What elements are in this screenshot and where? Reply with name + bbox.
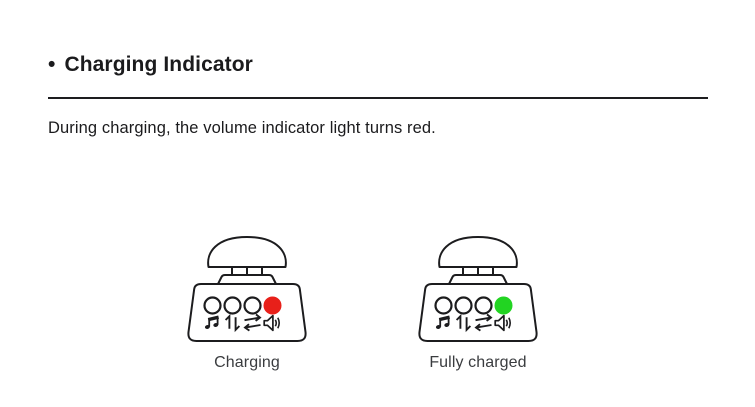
- speaker-icon: [263, 314, 280, 332]
- device-dome: [207, 236, 287, 268]
- arrows-swap-icon: [474, 313, 493, 332]
- section-title-text: Charging Indicator: [64, 53, 253, 76]
- indicator-circle: [474, 296, 493, 315]
- music-note-icon: [204, 315, 219, 329]
- device-neck: [231, 267, 263, 275]
- device-illustration: [418, 236, 538, 342]
- indicator-dot: [494, 296, 513, 315]
- indicator-circle: [203, 296, 222, 315]
- description-text: During charging, the volume indicator li…: [48, 119, 436, 137]
- indicator-circle: [434, 296, 453, 315]
- device-collar: [217, 274, 277, 285]
- device-illustration: [187, 236, 307, 342]
- figure-caption: Charging: [214, 354, 280, 371]
- arrows-up-down-icon: [455, 313, 472, 333]
- section-title: • Charging Indicator: [48, 53, 253, 77]
- device-collar: [448, 274, 508, 285]
- arrows-swap-icon: [243, 313, 262, 332]
- bullet-icon: •: [48, 53, 56, 76]
- indicator-circle: [454, 296, 473, 315]
- device-dome: [438, 236, 518, 268]
- indicator-circle: [243, 296, 262, 315]
- figure-charging: Charging: [184, 233, 310, 372]
- figure-fully-charged: Fully charged: [415, 233, 541, 372]
- figure-caption: Fully charged: [429, 354, 527, 371]
- arrows-up-down-icon: [224, 313, 241, 333]
- section-divider: [48, 97, 708, 99]
- indicator-dot: [263, 296, 282, 315]
- indicator-circle: [223, 296, 242, 315]
- music-note-icon: [435, 315, 450, 329]
- device-neck: [462, 267, 494, 275]
- speaker-icon: [494, 314, 511, 332]
